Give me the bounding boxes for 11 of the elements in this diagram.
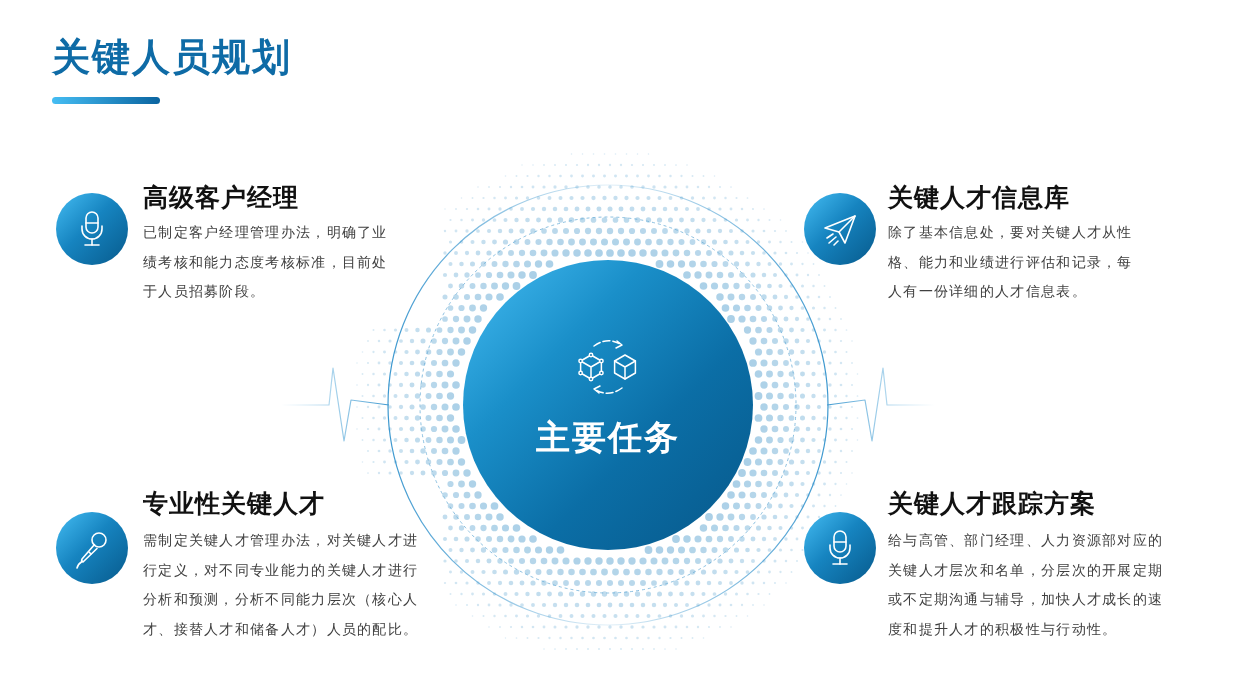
item-heading: 关键人才信息库 [888, 182, 1070, 213]
hub-circle [463, 260, 753, 550]
item-heading: 专业性关键人才 [143, 488, 325, 519]
item-description: 给与高管、部门经理、人力资源部对应的关键人才层次和名单，分层次的开展定期或不定期沟通与辅导，加快人才成长的速度和提升人才的积极性与行动性。 [888, 531, 1165, 639]
slide-title: 关键人员规划 [52, 35, 292, 80]
item-heading: 高级客户经理 [143, 182, 299, 213]
hub-title: 主要任务 [535, 417, 681, 458]
item-description: 已制定客户经理管理办法，明确了业绩考核和能力态度考核标准，目前处于人员招募阶段。 [143, 223, 389, 301]
item-description: 除了基本信息处，要对关键人才从性格、能力和业绩进行评估和记录，每人有一份详细的人才信息表。 [888, 223, 1134, 301]
item-description: 需制定关键人才管理办法，对关键人才进行定义，对不同专业能力的关键人才进行分析和预测，分析不同能力层次（核心人才、接替人才和储备人才）人员的配比。 [143, 531, 420, 639]
item-heading: 关键人才跟踪方案 [888, 488, 1096, 519]
